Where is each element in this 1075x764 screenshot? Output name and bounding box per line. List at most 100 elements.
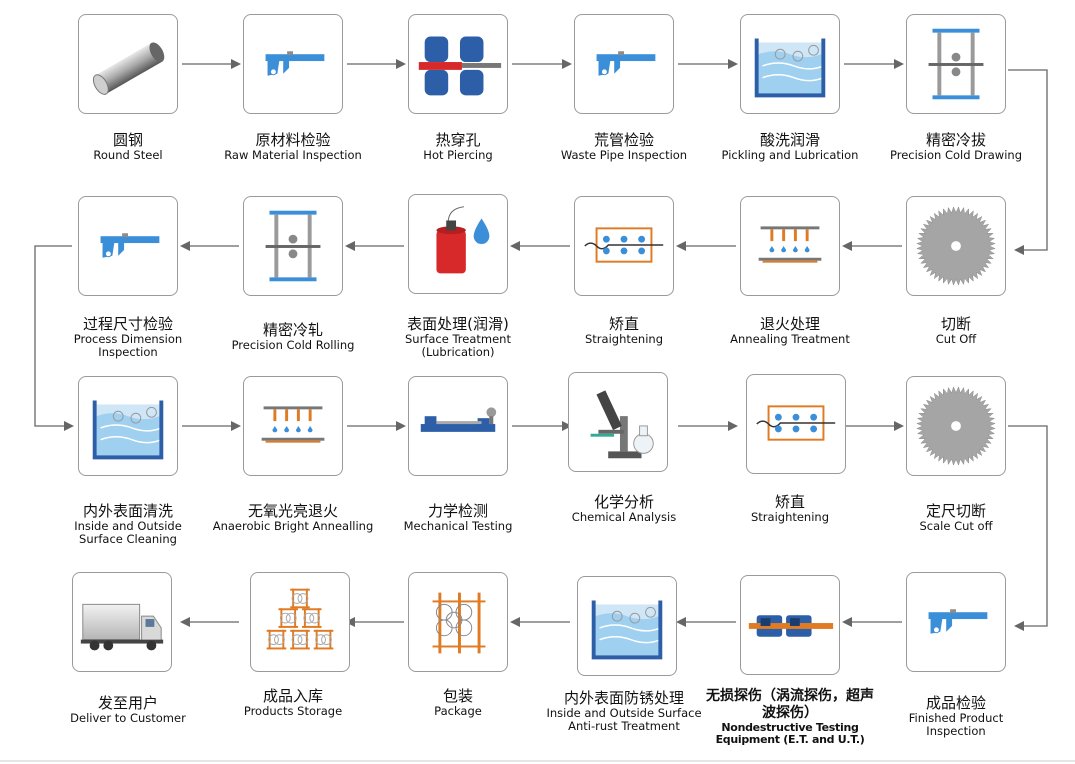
step-label-en: Process Dimension Inspection (73, 332, 183, 359)
step-label-en: Package (434, 704, 482, 718)
step-label-en: Inside and Outside Surface Anti-rust Tre… (546, 706, 702, 733)
caliper-icon (100, 233, 160, 258)
step-label-zh: 成品检验 (925, 694, 986, 712)
step-label-zh: 切断 (940, 315, 971, 333)
step-icon-box-piercing (408, 14, 508, 114)
tank-icon (92, 400, 164, 460)
step-label-en: Pickling and Lubrication (721, 148, 859, 162)
step-label-en: Cut Off (935, 332, 977, 346)
step-label-en: Inside and Outside Surface Cleaning (74, 519, 182, 546)
step-label-zh: 内外表面清洗 (82, 502, 173, 520)
straight-icon (584, 227, 664, 263)
step-label-en: Anaerobic Bright Annealling (212, 519, 374, 533)
step-icon-box-straight (746, 374, 846, 474)
step-label-zh: 原材料检验 (255, 131, 331, 149)
package-icon (432, 592, 486, 654)
caliper-icon (596, 51, 656, 76)
step-label-zh: 圆钢 (112, 131, 143, 149)
step-icon-box-tank (78, 376, 178, 476)
ndt-icon (748, 615, 834, 637)
step-label-en: Straightening (584, 332, 664, 346)
step-icon-box-caliper (243, 14, 343, 114)
step-icon-box-truck (72, 572, 172, 672)
step-label-zh: 力学检测 (427, 502, 488, 520)
step-label-zh: 退火处理 (759, 315, 820, 333)
row-connector-arrow (1008, 69, 1048, 255)
step-label-zh: 荒管检验 (593, 131, 654, 149)
step-label-zh: 化学分析 (593, 493, 654, 511)
drawframe-icon (265, 210, 321, 282)
anneal-icon (261, 406, 325, 443)
piercing-icon (418, 36, 502, 96)
step-label-zh: 精密冷拔 (925, 131, 986, 149)
step-label-en: Round Steel (93, 148, 163, 162)
step-label-en: Products Storage (243, 704, 343, 718)
step-icon-box-storage (250, 572, 350, 672)
step-label-zh: 酸洗润滑 (759, 131, 820, 149)
straight-icon (756, 405, 836, 441)
saw-icon (916, 386, 996, 466)
tank-icon (591, 600, 663, 660)
bottle-icon (436, 206, 490, 274)
step-icon-box-anneal (243, 376, 343, 476)
step-label-zh: 矫直 (608, 315, 639, 333)
tester-icon (420, 407, 497, 432)
step-icon-box-bar (78, 14, 178, 114)
saw-icon (916, 206, 996, 286)
step-icon-box-ndt (740, 575, 840, 675)
step-label-en: Precision Cold Rolling (231, 338, 355, 352)
step-label-en: Finished Product Inspection (908, 711, 1004, 738)
step-label-en: Mechanical Testing (403, 519, 513, 533)
row-connector-arrow (34, 245, 74, 431)
step-icon-box-tester (408, 376, 508, 476)
step-icon-box-package (408, 572, 508, 672)
step-label-zh: 矫直 (774, 493, 805, 511)
caliper-icon (265, 51, 325, 76)
step-label-en: Surface Treatment (Lubrication) (405, 332, 511, 359)
step-label-en: Chemical Analysis (571, 510, 677, 524)
step-label-zh: 无损探伤（涡流探伤，超声波探伤） (706, 688, 874, 721)
step-icon-box-straight (574, 196, 674, 296)
step-label-zh: 热穿孔 (435, 131, 481, 149)
step-icon-box-caliper (574, 14, 674, 114)
row-connector-arrow (1008, 425, 1048, 631)
step-caption: 表面处理(润滑)Surface Treatment (Lubrication) (393, 316, 523, 359)
step-icon-box-caliper (78, 196, 178, 296)
step-icon-box-microscope (568, 372, 668, 472)
step-label-zh: 发至用户 (97, 694, 158, 712)
step-label-en: Waste Pipe Inspection (560, 148, 688, 162)
step-label-zh: 包装 (442, 687, 473, 705)
step-icon-box-saw (906, 196, 1006, 296)
step-icon-box-anneal (740, 196, 840, 296)
step-label-zh: 过程尺寸检验 (82, 315, 173, 333)
step-label-zh: 定尺切断 (925, 502, 986, 520)
truck-icon (80, 603, 164, 651)
step-icon-box-drawframe (243, 196, 343, 296)
step-caption: 无损探伤（涡流探伤，超声波探伤）Nondestructive Testing E… (701, 688, 879, 746)
drawframe-icon (928, 28, 984, 100)
step-label-en: Raw Material Inspection (224, 148, 362, 162)
step-label-en: Nondestructive Testing Equipment (E.T. a… (715, 721, 865, 746)
step-icon-box-saw (906, 376, 1006, 476)
